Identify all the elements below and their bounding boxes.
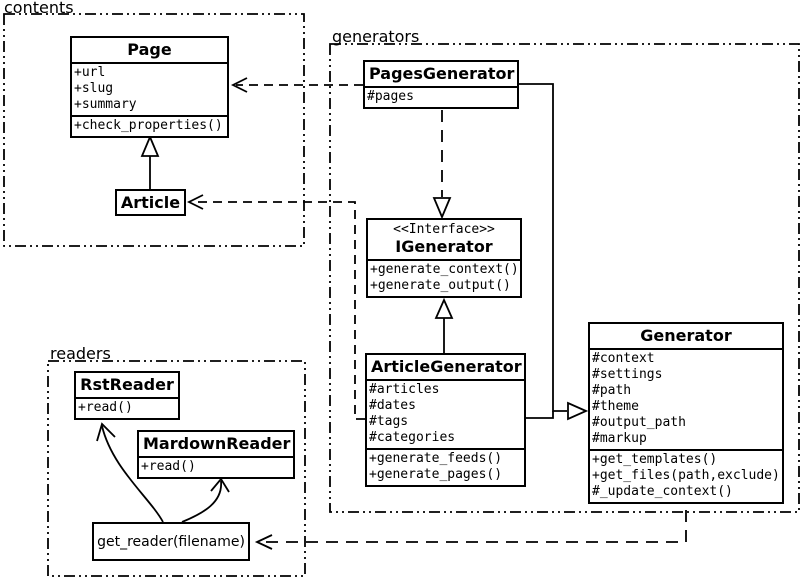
getreader-to-rstreader-curve [101,425,164,523]
method-row: #_update_context() [592,484,733,499]
generator-methods-section: +get_templates() +get_files(path,exclude… [590,449,782,502]
page-attributes-section: +url +slug +summary [72,62,227,115]
attribute-row: #articles [369,382,440,397]
class-box-articlegenerator: ArticleGenerator #articles #dates #tags … [365,353,526,487]
package-generators-border [329,43,800,513]
mardownreader-methods-section: +read() [139,456,293,477]
package-label-generators: generators [332,27,420,46]
generator-attributes-section: #context #settings #path #theme #output_… [590,348,782,449]
generalization-articlegenerator-to-generator-line [526,411,554,419]
igenerator-methods-section: +generate_context() +generate_output() [368,259,520,296]
attribute-row: #path [592,383,632,398]
articlegenerator-attributes-section: #articles #dates #tags #categories [367,379,524,448]
function-box-get-reader: get_reader(filename) [92,522,250,561]
class-name-article: Article [120,193,181,212]
rstreader-methods-section: +read() [76,397,178,418]
package-label-contents: contents [4,0,74,17]
class-name-articlegenerator: ArticleGenerator [371,357,522,376]
attribute-row: +summary [74,97,137,112]
class-box-generator: Generator #context #settings #path #them… [588,322,784,504]
dependency-articlegenerator-to-article-line [192,201,365,420]
class-name-igenerator: IGenerator [395,237,493,256]
class-box-pagesgenerator: PagesGenerator #pages [363,60,519,109]
method-row: +read() [78,400,133,415]
package-contents-border [3,13,305,247]
pagesgenerator-attributes-section: #pages [365,86,517,107]
attribute-row: #settings [592,367,663,382]
package-label-readers: readers [50,344,111,363]
class-name-pagesgenerator: PagesGenerator [369,64,515,83]
dependency-generator-to-getreader-arrowhead-icon [254,534,273,550]
class-box-rstreader: RstReader +read() [74,371,180,420]
attribute-row: #context [592,351,655,366]
dependency-generator-to-getreader-line [260,510,687,543]
class-box-igenerator: <<Interface>> IGenerator +generate_conte… [366,218,522,298]
method-row: +generate_pages() [369,467,503,482]
method-row: +generate_context() [370,262,519,277]
articlegenerator-methods-section: +generate_feeds() +generate_pages() [367,448,524,485]
method-row: +get_files(path,exclude) [592,468,780,483]
method-row: +read() [141,459,196,474]
getreader-to-mardownreader-curve [181,480,222,523]
class-box-page: Page +url +slug +summary +check_properti… [70,36,229,138]
getreader-to-rstreader-arrowhead-icon [96,422,116,442]
attribute-row: #pages [367,89,414,104]
class-name-generator: Generator [640,326,732,345]
dependency-articlegenerator-to-article-arrowhead-icon [186,194,204,210]
generalization-article-to-page-triangle-icon [140,134,160,157]
attribute-row: #tags [369,414,409,429]
attribute-row: #categories [369,430,456,445]
class-box-article: Article [115,189,186,216]
generalization-pagesgenerator-to-generator-line [519,83,567,412]
method-row: +get_templates() [592,452,718,467]
generalization-articlegenerator-to-igenerator-triangle-icon [434,297,454,319]
igenerator-header: <<Interface>> IGenerator [368,220,520,259]
package-readers-border [47,360,306,577]
method-row: +generate_feeds() [369,451,503,466]
page-methods-section: +check_properties() [72,115,227,136]
getreader-to-mardownreader-arrowhead-icon [210,477,230,493]
attribute-row: #dates [369,398,416,413]
class-name-page: Page [127,40,172,59]
class-box-mardownreader: MardownReader +read() [137,430,295,479]
attribute-row: +url [74,65,106,80]
method-row: +check_properties() [74,118,223,133]
get-reader-label: get_reader(filename) [97,533,245,550]
generalization-to-generator-triangle-icon [567,401,589,421]
class-name-mardownreader: MardownReader [143,434,291,453]
attribute-row: #theme [592,399,639,414]
dependency-pagesgenerator-to-page-arrowhead-icon [230,77,248,93]
class-name-rstreader: RstReader [80,375,174,394]
interface-stereotype: <<Interface>> [393,222,495,237]
realization-pagesgenerator-to-igenerator-triangle-icon [432,197,452,220]
attribute-row: +slug [74,81,114,96]
method-row: +generate_output() [370,278,511,293]
attribute-row: #markup [592,431,647,446]
attribute-row: #output_path [592,415,686,430]
